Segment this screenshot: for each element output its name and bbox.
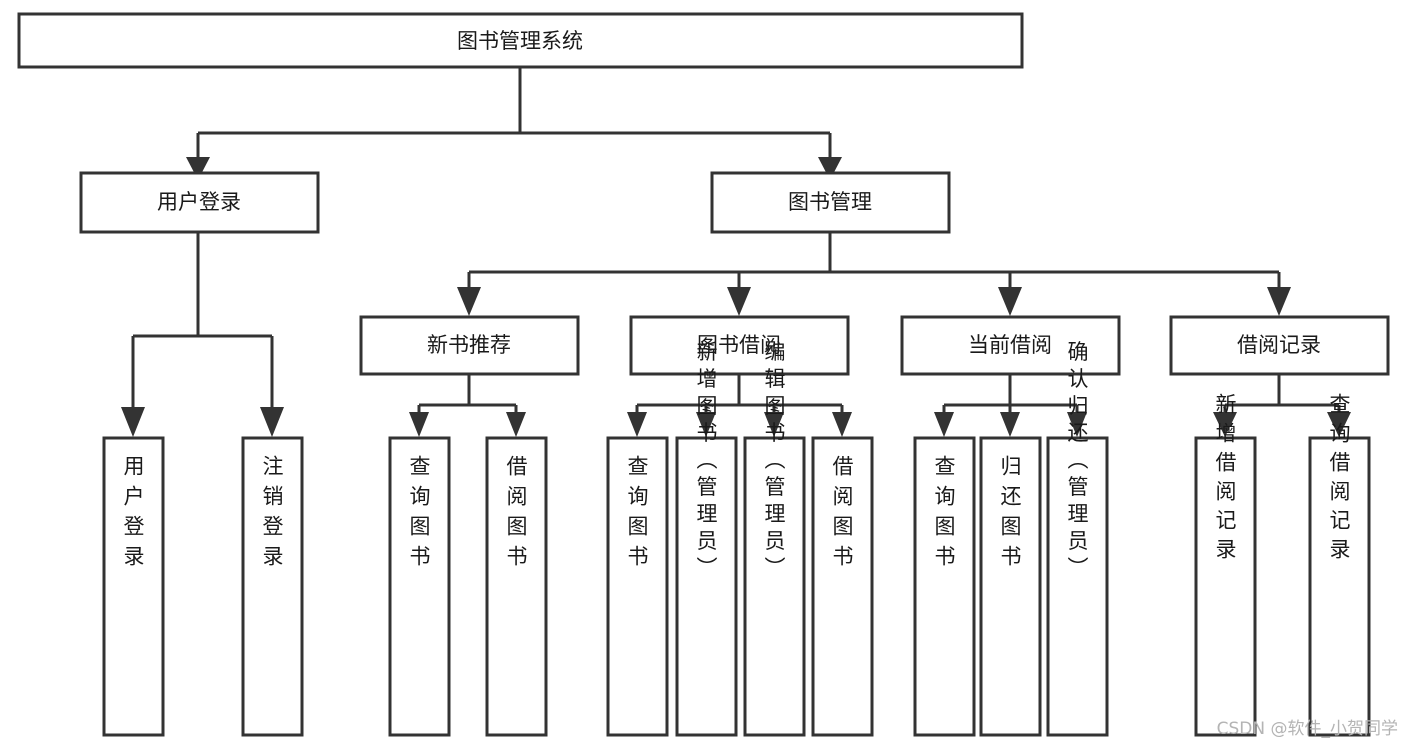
node-leaf-add-book-label: 新增图书（管理员） bbox=[694, 341, 718, 584]
node-book-management-box[interactable] bbox=[710, 171, 951, 234]
node-leaf-user-login-box[interactable] bbox=[102, 436, 165, 737]
node-current-borrow[interactable]: 当前借阅 bbox=[900, 315, 1121, 376]
arrow-icon-nbr-leaf-1 bbox=[409, 412, 429, 437]
node-leaf-query-book-1[interactable]: 查询图书 bbox=[388, 436, 451, 737]
arrow-icon-user-login-leaf-1 bbox=[121, 407, 145, 437]
node-user-login[interactable]: 用户登录 bbox=[79, 171, 320, 234]
arrow-icon-cb-leaf-1 bbox=[934, 412, 954, 437]
node-root-label: 图书管理系统 bbox=[457, 29, 583, 53]
node-leaf-edit-book-box[interactable] bbox=[743, 436, 806, 737]
node-leaf-borrow-book-1-box[interactable] bbox=[485, 436, 548, 737]
node-new-book-recommend[interactable]: 新书推荐 bbox=[359, 315, 580, 376]
arrow-icon-bm-book-borrow bbox=[727, 287, 751, 316]
arrow-icon-bb-leaf-4 bbox=[832, 412, 852, 437]
node-leaf-user-logout-box[interactable] bbox=[241, 436, 304, 737]
arrow-icon-bm-borrow-record bbox=[1267, 287, 1291, 316]
node-leaf-user-login[interactable]: 用户登录 bbox=[102, 436, 165, 737]
node-user-login-label: 用户登录 bbox=[157, 190, 241, 214]
arrow-icon-bb-leaf-1 bbox=[627, 412, 647, 437]
arrow-icon-nbr-leaf-2 bbox=[506, 412, 526, 437]
arrow-icon-root-user-login bbox=[186, 157, 210, 180]
node-leaf-edit-book-label: 编辑图书（管理员） bbox=[762, 341, 786, 584]
arrow-icon-cb-leaf-3 bbox=[1067, 412, 1087, 437]
node-leaf-edit-book[interactable]: 编辑图书（管理员） bbox=[743, 341, 806, 737]
node-leaf-query-book-3-box[interactable] bbox=[913, 436, 976, 737]
node-leaf-borrow-book-1-label: 借阅图书 bbox=[504, 455, 528, 575]
node-leaf-borrow-book-2-label: 借阅图书 bbox=[830, 455, 854, 575]
node-current-borrow-label: 当前借阅 bbox=[968, 333, 1052, 357]
node-borrow-record-label: 借阅记录 bbox=[1237, 333, 1321, 357]
arrow-icon-bb-leaf-3 bbox=[764, 412, 784, 437]
node-leaf-return-book[interactable]: 归还图书 bbox=[979, 436, 1042, 737]
node-leaf-confirm-return[interactable]: 确认归还（管理员） bbox=[1046, 341, 1109, 737]
node-leaf-query-book-1-label: 查询图书 bbox=[407, 455, 431, 575]
node-leaf-borrow-book-1[interactable]: 借阅图书 bbox=[485, 436, 548, 737]
node-leaf-query-book-3[interactable]: 查询图书 bbox=[913, 436, 976, 737]
node-leaf-add-book[interactable]: 新增图书（管理员） bbox=[675, 341, 738, 737]
node-leaf-confirm-return-box[interactable] bbox=[1046, 436, 1109, 737]
node-leaf-user-login-label: 用户登录 bbox=[121, 455, 145, 575]
node-leaf-query-book-2[interactable]: 查询图书 bbox=[606, 436, 669, 737]
node-leaf-confirm-return-label: 确认归还（管理员） bbox=[1065, 341, 1089, 584]
node-leaf-return-book-box[interactable] bbox=[979, 436, 1042, 737]
node-book-borrow-box[interactable] bbox=[629, 315, 850, 376]
node-root[interactable]: 图书管理系统 bbox=[17, 12, 1024, 69]
node-leaf-borrow-book-2-box[interactable] bbox=[811, 436, 874, 737]
node-leaf-query-book-3-label: 查询图书 bbox=[932, 455, 956, 575]
node-book-borrow-label: 图书借阅 bbox=[697, 333, 781, 357]
node-leaf-user-logout[interactable]: 注销登录 bbox=[241, 436, 304, 737]
node-root-box[interactable] bbox=[17, 12, 1024, 69]
arrow-icon-user-login-leaf-2 bbox=[260, 407, 284, 437]
arrow-icon-br-leaf-1 bbox=[1213, 412, 1237, 437]
node-leaf-add-record[interactable]: 新增借阅记录 bbox=[1194, 393, 1257, 737]
arrow-icon-root-book-management bbox=[818, 157, 842, 180]
node-book-borrow[interactable]: 图书借阅 bbox=[629, 315, 850, 376]
arrow-icon-br-leaf-2 bbox=[1327, 412, 1351, 437]
watermark: CSDN @软件_小贺同学 bbox=[1217, 719, 1398, 739]
node-current-borrow-box[interactable] bbox=[900, 315, 1121, 376]
node-book-management-label: 图书管理 bbox=[788, 190, 872, 214]
arrow-icon-bm-current-borrow bbox=[998, 287, 1022, 316]
node-leaf-query-record[interactable]: 查询借阅记录 bbox=[1308, 393, 1371, 737]
node-new-book-recommend-label: 新书推荐 bbox=[427, 333, 511, 357]
node-leaf-add-record-box[interactable] bbox=[1194, 436, 1257, 737]
node-leaf-query-book-1-box[interactable] bbox=[388, 436, 451, 737]
node-user-login-box[interactable] bbox=[79, 171, 320, 234]
node-leaf-return-book-label: 归还图书 bbox=[998, 455, 1022, 575]
node-leaf-add-record-label: 新增借阅记录 bbox=[1213, 393, 1237, 567]
node-leaf-borrow-book-2[interactable]: 借阅图书 bbox=[811, 436, 874, 737]
node-leaf-query-book-2-label: 查询图书 bbox=[625, 455, 649, 575]
node-leaf-query-record-label: 查询借阅记录 bbox=[1327, 393, 1351, 567]
arrow-icon-bm-new-book-recommend bbox=[457, 287, 481, 316]
arrow-icon-bb-leaf-2 bbox=[696, 412, 716, 437]
node-leaf-add-book-box[interactable] bbox=[675, 436, 738, 737]
node-leaf-query-book-2-box[interactable] bbox=[606, 436, 669, 737]
node-new-book-recommend-box[interactable] bbox=[359, 315, 580, 376]
node-borrow-record-box[interactable] bbox=[1169, 315, 1390, 376]
node-leaf-query-record-box[interactable] bbox=[1308, 436, 1371, 737]
node-book-management[interactable]: 图书管理 bbox=[710, 171, 951, 234]
node-leaf-user-logout-label: 注销登录 bbox=[260, 455, 284, 575]
arrowhead-layer bbox=[121, 157, 1351, 437]
node-borrow-record[interactable]: 借阅记录 bbox=[1169, 315, 1390, 376]
arrow-icon-cb-leaf-2 bbox=[1000, 412, 1020, 437]
